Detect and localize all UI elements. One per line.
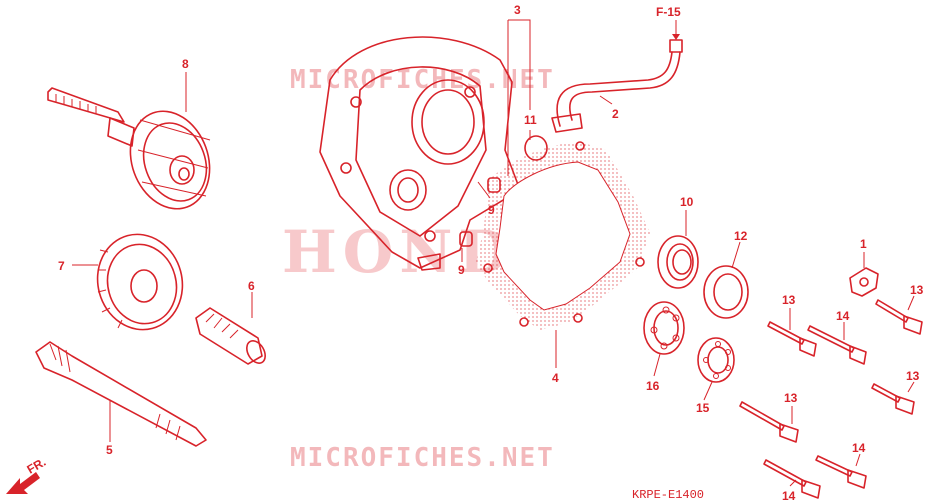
reference-label: F-15 — [656, 5, 681, 19]
callout-7: 7 — [58, 259, 65, 273]
part-3-case-cover[interactable] — [319, 36, 521, 271]
part-7-gear[interactable] — [87, 225, 193, 339]
callout-3: 3 — [514, 3, 521, 17]
callout-numbers: 8 7 6 5 3 11 2 4 9 9 10 12 16 15 1 13 14… — [58, 3, 924, 503]
bolts[interactable] — [739, 299, 923, 499]
callout-2: 2 — [612, 107, 619, 121]
part-12-oil-seal[interactable] — [703, 265, 749, 319]
callout-14c: 14 — [782, 489, 796, 503]
front-indicator: FR. — [6, 455, 48, 494]
callout-8: 8 — [182, 57, 189, 71]
callout-14a: 14 — [836, 309, 850, 323]
callout-13b: 13 — [910, 283, 924, 297]
reference-arrowhead — [672, 34, 680, 40]
part-5-main-shaft[interactable] — [35, 341, 207, 447]
part-15-bearing[interactable] — [697, 337, 735, 383]
callout-10: 10 — [680, 195, 694, 209]
callout-1: 1 — [860, 237, 867, 251]
watermark-site-top: MICROFICHES.NET — [290, 65, 555, 95]
callout-12: 12 — [734, 229, 748, 243]
callout-4: 4 — [552, 371, 559, 385]
diagram-code: KRPE-E1400 — [632, 488, 704, 502]
callout-13a: 13 — [782, 293, 796, 307]
watermark-site-bottom: MICROFICHES.NET — [290, 443, 555, 473]
part-1-bracket[interactable] — [849, 267, 879, 297]
callout-9b: 9 — [458, 263, 465, 277]
part-16-bearing[interactable] — [643, 301, 685, 355]
callout-9a: 9 — [488, 203, 495, 217]
callout-13c: 13 — [906, 369, 920, 383]
part-4-gasket[interactable] — [476, 141, 650, 330]
callout-14b: 14 — [852, 441, 866, 455]
part-6-pinion[interactable] — [195, 307, 269, 366]
callout-6: 6 — [248, 279, 255, 293]
callout-16: 16 — [646, 379, 660, 393]
callout-11: 11 — [524, 113, 537, 127]
part-10-bearing[interactable] — [657, 235, 699, 289]
front-arrow-icon — [6, 472, 40, 494]
callout-5: 5 — [106, 443, 113, 457]
front-label: FR. — [25, 455, 49, 477]
leader-lines — [72, 19, 915, 487]
callout-13d: 13 — [784, 391, 798, 405]
callout-15: 15 — [696, 401, 710, 415]
part-8-countershaft[interactable] — [47, 87, 223, 220]
